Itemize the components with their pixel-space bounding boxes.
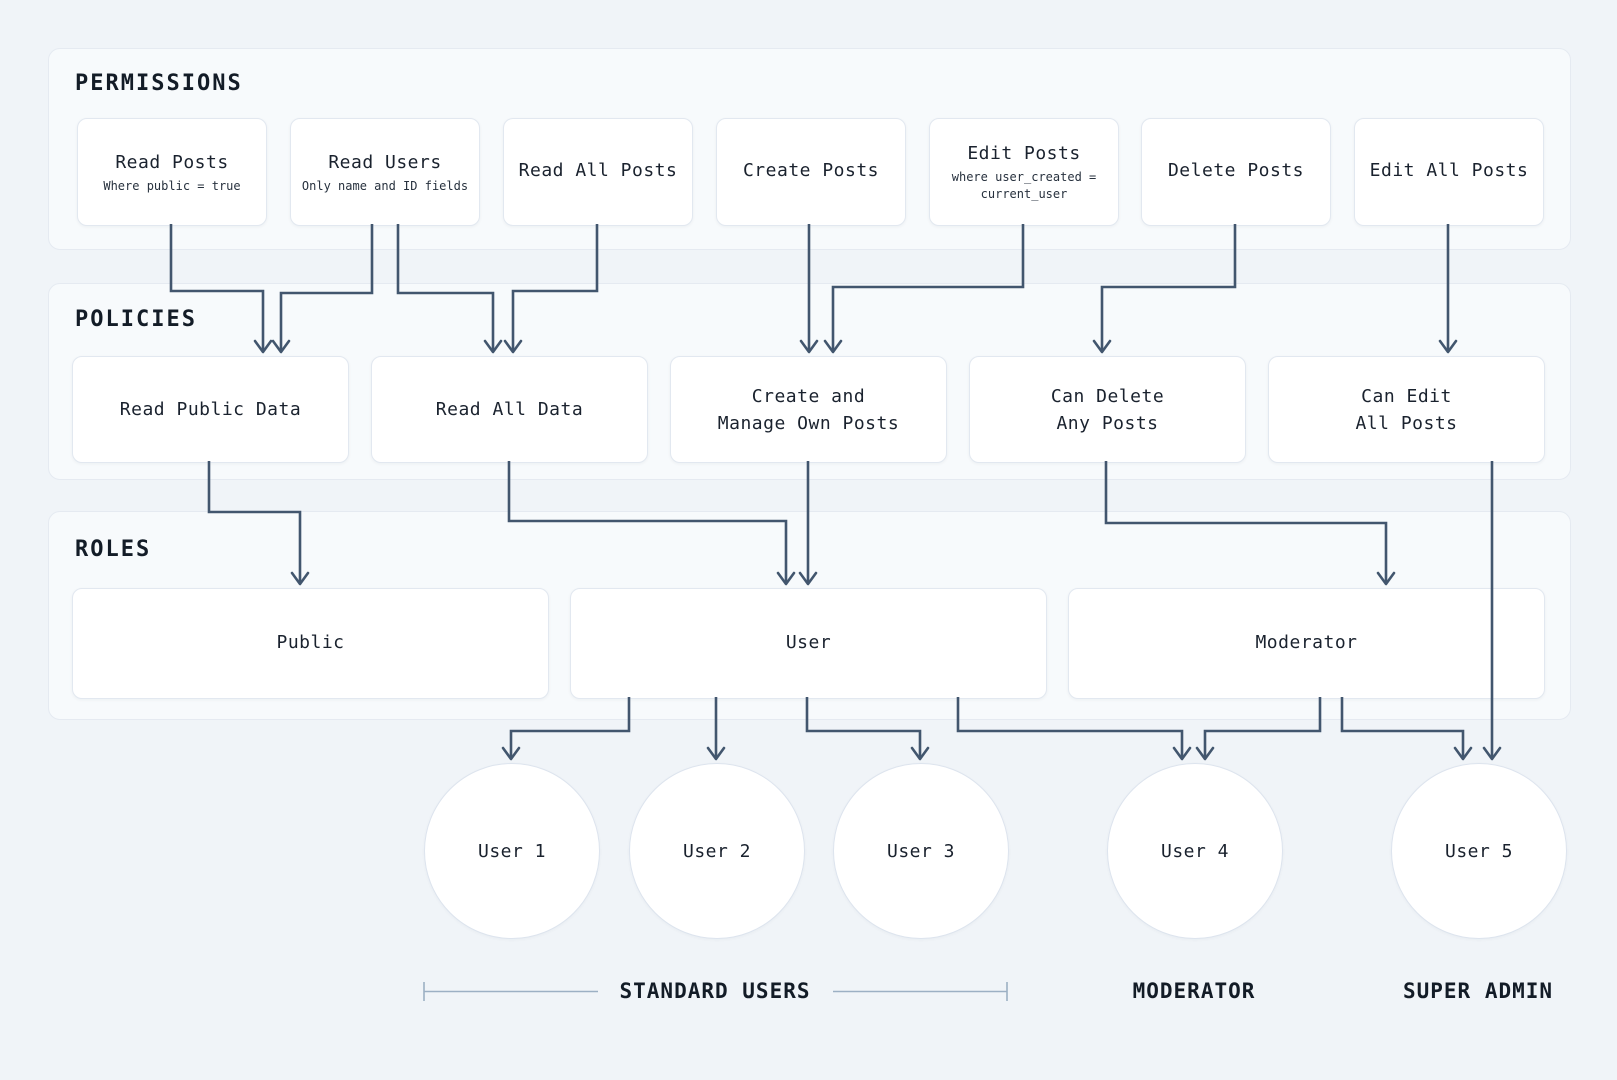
node-label: Read All Data	[435, 399, 584, 420]
permission-node-read-all-posts: Read All Posts	[503, 118, 693, 226]
permission-node-read-posts: Read Posts Where public = true	[77, 118, 267, 226]
node-label: Public	[276, 631, 345, 653]
role-node-user: User	[570, 588, 1047, 699]
user-label: User 4	[1160, 840, 1230, 862]
user-node-2: User 2	[629, 763, 805, 939]
node-label: Read Users	[328, 151, 442, 173]
group-label-moderator: MODERATOR	[1132, 979, 1256, 1003]
permission-node-read-users: Read Users Only name and ID fields	[290, 118, 480, 226]
user-node-1: User 1	[424, 763, 600, 939]
node-label: Read Public Data	[119, 399, 302, 420]
node-label: Delete Posts	[1167, 160, 1305, 181]
permission-node-delete-posts: Delete Posts	[1141, 118, 1331, 226]
user-label: User 3	[886, 840, 956, 862]
user-label: User 2	[682, 840, 752, 862]
policy-node-read-all-data: Read All Data	[371, 356, 648, 463]
permission-node-edit-all-posts: Edit All Posts	[1354, 118, 1544, 226]
permission-node-create-posts: Create Posts	[716, 118, 906, 226]
node-label: Edit Posts	[967, 143, 1081, 164]
policy-node-read-public-data: Read Public Data	[72, 356, 349, 463]
node-label: Edit All Posts	[1369, 160, 1529, 181]
roles-section-title: ROLES	[75, 537, 152, 562]
node-sublabel: Only name and ID fields	[301, 178, 469, 193]
policies-section-title: POLICIES	[75, 307, 197, 332]
permission-node-edit-posts: Edit Posts where user_created =current_u…	[929, 118, 1119, 226]
node-label: User	[785, 631, 832, 653]
user-node-4: User 4	[1107, 763, 1283, 939]
user-label: User 1	[477, 840, 547, 862]
node-sublabel: where user_created =current_user	[951, 170, 1097, 201]
node-label: Create Posts	[742, 160, 880, 181]
node-label: Read Posts	[115, 151, 229, 173]
user-node-5: User 5	[1391, 763, 1567, 939]
group-label-standard-users: STANDARD USERS	[619, 979, 811, 1003]
role-node-public: Public	[72, 588, 549, 699]
node-label: Read All Posts	[518, 160, 678, 181]
user-label: User 5	[1444, 840, 1514, 862]
permissions-section-title: PERMISSIONS	[75, 71, 243, 96]
node-sublabel: Where public = true	[103, 178, 241, 193]
node-label: Moderator	[1255, 631, 1358, 653]
user-node-3: User 3	[833, 763, 1009, 939]
role-node-moderator: Moderator	[1068, 588, 1545, 699]
group-label-super-admin: SUPER ADMIN	[1402, 979, 1554, 1003]
